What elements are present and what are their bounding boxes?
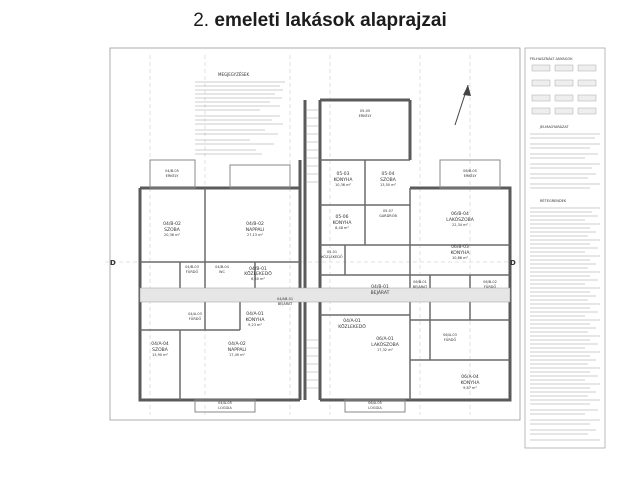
room-name: KONYHA bbox=[334, 177, 354, 183]
room-id: 04/A-02 bbox=[228, 341, 246, 347]
legend-panel: FELHASZNÁLT ANYAGOK JELMAGYARÁZAT RÉTEGR… bbox=[530, 56, 600, 441]
room-name: ERKÉLY bbox=[464, 173, 478, 178]
room-id: 05-03 bbox=[336, 171, 349, 177]
room-id: 04/B-05 bbox=[165, 169, 179, 173]
room-name: KONYHA bbox=[246, 317, 266, 323]
exterior-walls bbox=[138, 98, 512, 402]
room-area: 27,13 m² bbox=[247, 233, 264, 237]
room-labels: 04/B-02 SZOBA 20,36 m² 04/B-02 NAPPALI 2… bbox=[151, 109, 497, 410]
room-id: 06/B-03 bbox=[451, 244, 469, 250]
room-name: KONYHA bbox=[451, 250, 471, 256]
room-name: SZOBA bbox=[164, 227, 181, 233]
room-name: BEJÁRAT bbox=[413, 284, 428, 289]
room-id: 06/A-05 bbox=[368, 401, 382, 405]
stair-hatch bbox=[307, 109, 318, 389]
page-title: 2. emeleti lakások alaprajzai bbox=[0, 10, 640, 32]
room-id: 06/B-04 bbox=[451, 211, 469, 217]
room-name: GARDRÓB bbox=[379, 213, 397, 218]
room-id: 04/B-01 bbox=[249, 266, 267, 272]
room-id: 06/A-01 bbox=[376, 336, 394, 342]
room-name: NAPPALI bbox=[246, 227, 265, 233]
room-name: LOGGIA bbox=[368, 406, 382, 410]
room-id: 06/B-02 bbox=[483, 280, 497, 284]
section-mark-right: D bbox=[510, 259, 516, 267]
section-mark-left: D bbox=[110, 259, 116, 267]
room-area: 17,49 m² bbox=[229, 353, 246, 357]
room-name: ERKÉLY bbox=[359, 113, 373, 118]
room-name: FÜRDŐ bbox=[189, 316, 202, 321]
room-area: 22,34 m² bbox=[452, 223, 469, 227]
corridor-band bbox=[139, 287, 511, 303]
room-name: KÖZLEKEDŐ bbox=[244, 270, 272, 277]
room-name: KONYHA bbox=[333, 220, 353, 226]
room-area: 20,36 m² bbox=[164, 233, 181, 237]
room-name: LOGGIA bbox=[218, 406, 232, 410]
room-id: 04/B-04 bbox=[215, 265, 230, 269]
room-name: FÜRDŐ bbox=[484, 284, 497, 289]
room-name: KÖZLEKEDŐ bbox=[321, 254, 343, 259]
room-name: LAKÓSZOBA bbox=[371, 341, 400, 348]
room-area: 17,32 m² bbox=[377, 348, 394, 352]
room-area: 9,87 m² bbox=[463, 386, 477, 390]
room-name: KONYHA bbox=[461, 380, 481, 386]
legend-frame bbox=[524, 47, 606, 449]
grid-axes bbox=[105, 55, 520, 415]
room-name: NAPPALI bbox=[228, 347, 247, 353]
drawing-frame bbox=[109, 47, 521, 421]
room-id: 05-07 bbox=[383, 209, 393, 213]
room-id: 04/A-03 bbox=[188, 312, 202, 316]
room-area: 8,48 m² bbox=[335, 226, 349, 230]
room-id: 04/B-02 bbox=[163, 221, 181, 227]
room-name: SZOBA bbox=[152, 347, 169, 353]
title-text: emeleti lakások alaprajzai bbox=[214, 10, 447, 31]
room-area: 10,36 m² bbox=[335, 183, 352, 187]
room-id: 04/A-01 bbox=[246, 311, 264, 317]
room-id: 04/A-05 bbox=[218, 401, 232, 405]
room-id: 06/A-04 bbox=[461, 374, 479, 380]
room-id: 05-04 bbox=[381, 171, 394, 177]
room-id: 04/A-01 bbox=[343, 318, 361, 324]
room-area: 13,50 m² bbox=[380, 183, 397, 187]
title-number: 2. bbox=[193, 10, 210, 31]
balconies bbox=[149, 159, 501, 413]
room-id: 06/B-01 bbox=[413, 280, 427, 284]
room-id: 04/B-02 bbox=[246, 221, 264, 227]
notes-text-lines bbox=[195, 81, 285, 155]
room-name: BEJÁRAT bbox=[371, 289, 390, 296]
room-id: 06/B-05 bbox=[463, 169, 477, 173]
room-area: 6,50 m² bbox=[251, 277, 265, 281]
room-id: 05-06 bbox=[335, 214, 348, 220]
room-area: 9,23 m² bbox=[248, 323, 262, 327]
room-id: 05-05 bbox=[360, 109, 370, 113]
room-name: LAKÓSZOBA bbox=[446, 216, 475, 223]
room-name: FÜRDŐ bbox=[186, 269, 199, 274]
room-name: FÜRDŐ bbox=[444, 337, 457, 342]
room-id: 04/A-04 bbox=[151, 341, 169, 347]
legend-symbols-heading: JELMAGYARÁZAT bbox=[539, 124, 570, 129]
legend-materials-heading: FELHASZNÁLT ANYAGOK bbox=[530, 56, 573, 61]
room-id: 04/B-03 bbox=[185, 265, 199, 269]
interior-walls bbox=[140, 159, 510, 400]
room-name: WC bbox=[219, 270, 225, 274]
room-id: 05-01 bbox=[327, 250, 337, 254]
room-name: BEJÁRAT bbox=[278, 301, 293, 306]
room-id: 04/AB-01 bbox=[277, 297, 293, 301]
north-arrow-icon bbox=[454, 84, 471, 126]
room-id: 04/B-01 bbox=[371, 284, 389, 290]
notes-heading: MEGJEGYZÉSEK bbox=[218, 72, 249, 77]
room-id: 06/A-03 bbox=[443, 333, 457, 337]
room-area: 13,90 m² bbox=[152, 353, 169, 357]
legend-layers-heading: RÉTEGRENDEK bbox=[540, 198, 567, 203]
room-name: SZOBA bbox=[380, 177, 397, 183]
room-name: KÖZLEKEDŐ bbox=[338, 323, 366, 330]
room-area: 10,86 m² bbox=[452, 256, 469, 260]
room-name: ERKÉLY bbox=[166, 173, 180, 178]
